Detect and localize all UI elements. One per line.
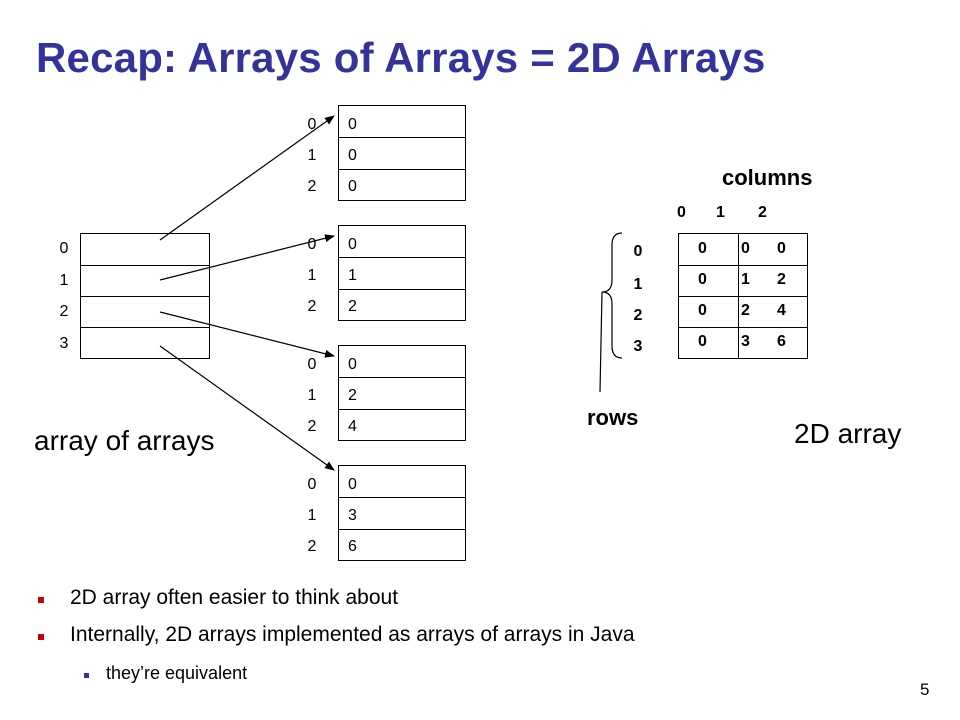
grid-divider — [678, 265, 808, 266]
bullet-text: Internally, 2D arrays implemented as arr… — [70, 623, 635, 646]
inner-array-divider — [338, 497, 466, 498]
inner-value: 0 — [348, 116, 357, 133]
pointer-arrow-1 — [159, 234, 335, 281]
outer-index: 3 — [59, 335, 69, 352]
bullet-marker — [38, 597, 44, 603]
inner-index: 1 — [307, 267, 317, 284]
column-index: 2 — [758, 204, 767, 221]
column-index: 1 — [716, 204, 725, 221]
rows-label: rows — [587, 405, 639, 430]
inner-value: 0 — [348, 147, 357, 164]
inner-index: 1 — [307, 387, 317, 404]
grid-cell: 6 — [777, 333, 786, 350]
row-index: 0 — [633, 243, 643, 260]
grid-cell: 0 — [698, 240, 707, 257]
inner-array-divider — [338, 169, 466, 170]
inner-value: 2 — [348, 387, 357, 404]
inner-index: 0 — [307, 236, 317, 253]
inner-index: 2 — [307, 538, 317, 555]
inner-index: 2 — [307, 298, 317, 315]
outer-index: 1 — [59, 272, 69, 289]
row-index: 1 — [633, 276, 643, 293]
inner-array-divider — [338, 377, 466, 378]
bullet-text: 2D array often easier to think about — [70, 586, 399, 609]
inner-array-box — [338, 345, 466, 441]
inner-value: 0 — [348, 356, 357, 373]
row-index: 3 — [633, 338, 643, 355]
grid-cell: 4 — [777, 302, 786, 319]
grid-cell: 0 — [698, 271, 707, 288]
outer-array-divider — [80, 296, 210, 297]
grid-divider — [738, 233, 739, 359]
inner-index: 2 — [307, 178, 317, 195]
inner-array-box — [338, 465, 466, 561]
row-index: 2 — [633, 307, 643, 324]
rows-pointer-line — [599, 291, 603, 393]
inner-index: 2 — [307, 418, 317, 435]
outer-index: 2 — [59, 303, 69, 320]
sub-bullet-marker — [84, 673, 89, 678]
2d-array-label: 2D array — [794, 418, 902, 449]
row-brace — [601, 232, 623, 359]
inner-value: 2 — [348, 298, 357, 315]
grid-cell: 1 — [741, 271, 750, 288]
inner-array-divider — [338, 257, 466, 258]
sub-bullet-text: they’re equivalent — [106, 663, 248, 683]
inner-value: 0 — [348, 178, 357, 195]
grid-cell: 0 — [741, 240, 750, 257]
pointer-arrow-3 — [159, 345, 335, 471]
grid-divider — [678, 327, 808, 328]
pointer-arrow-0 — [159, 115, 335, 241]
outer-array-divider — [80, 265, 210, 266]
inner-value: 6 — [348, 538, 357, 555]
page-number: 5 — [920, 680, 930, 699]
inner-value: 0 — [348, 236, 357, 253]
inner-value: 0 — [348, 476, 357, 493]
inner-array-divider — [338, 409, 466, 410]
inner-array-box — [338, 225, 466, 321]
inner-index: 1 — [307, 147, 317, 164]
inner-index: 0 — [307, 476, 317, 493]
grid-cell: 0 — [698, 333, 707, 350]
inner-value: 4 — [348, 418, 357, 435]
column-index: 0 — [677, 204, 686, 221]
inner-array-divider — [338, 529, 466, 530]
pointer-arrow-2 — [159, 311, 335, 358]
inner-array-divider — [338, 137, 466, 138]
outer-array-divider — [80, 327, 210, 328]
bullet-marker — [38, 634, 44, 640]
inner-array-box — [338, 105, 466, 201]
inner-index: 0 — [307, 116, 317, 133]
grid-cell: 0 — [777, 240, 786, 257]
inner-index: 1 — [307, 507, 317, 524]
inner-value: 1 — [348, 267, 357, 284]
columns-label: columns — [722, 165, 813, 190]
grid-cell: 3 — [741, 333, 750, 350]
inner-value: 3 — [348, 507, 357, 524]
inner-array-divider — [338, 289, 466, 290]
slide-title: Recap: Arrays of Arrays = 2D Arrays — [36, 34, 766, 81]
grid-cell: 2 — [741, 302, 750, 319]
grid-divider — [678, 296, 808, 297]
array-of-arrays-label: array of arrays — [34, 425, 215, 456]
grid-cell: 2 — [777, 271, 786, 288]
inner-index: 0 — [307, 356, 317, 373]
grid-cell: 0 — [698, 302, 707, 319]
outer-index: 0 — [59, 240, 69, 257]
